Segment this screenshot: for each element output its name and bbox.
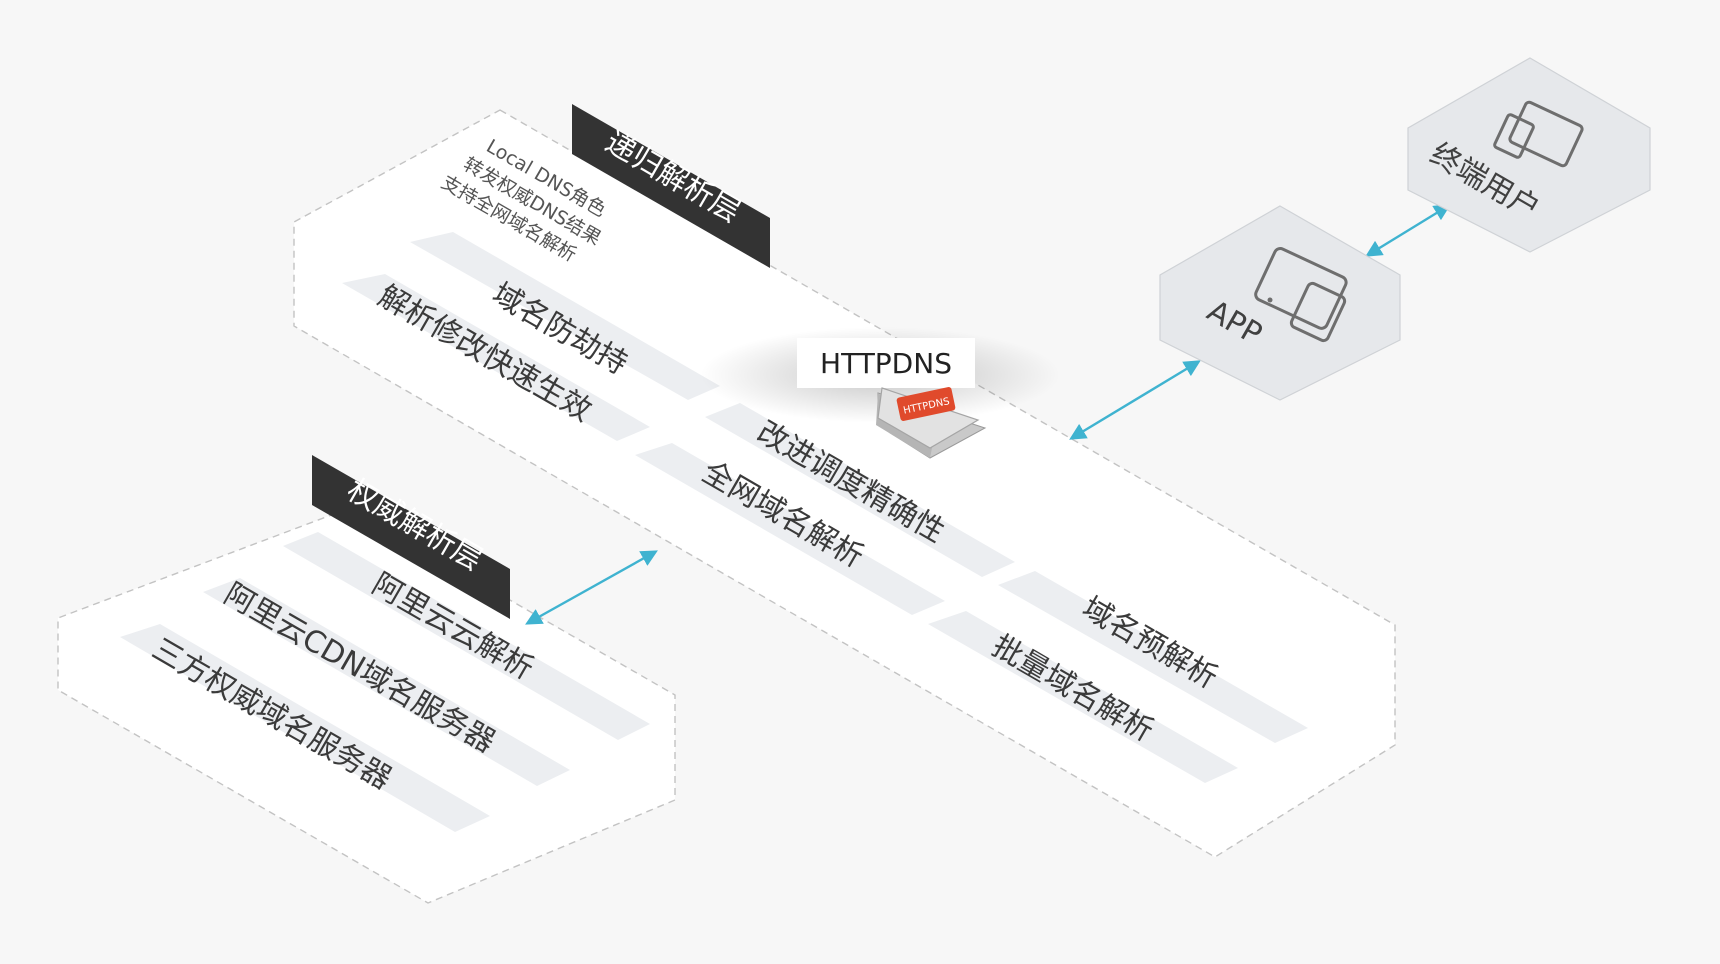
httpdns-chip-icon: HTTPDNS [876, 386, 987, 459]
httpdns-logo-icon: HTTPDNS [896, 386, 956, 422]
arrow-app-user [1365, 204, 1451, 257]
httpdns-label-box: HTTPDNS [797, 338, 975, 388]
end-user-node: 终端用户 [1407, 57, 1651, 253]
tablet-phone-icon [1254, 247, 1348, 343]
arrow-authoritative-httpdns [525, 550, 658, 625]
arrow-httpdns-app [1069, 360, 1201, 440]
devices-icon [1493, 100, 1584, 168]
httpdns-label: HTTPDNS [820, 347, 952, 380]
authoritative-layer-platform [57, 507, 676, 904]
app-node: APP [1159, 205, 1401, 401]
